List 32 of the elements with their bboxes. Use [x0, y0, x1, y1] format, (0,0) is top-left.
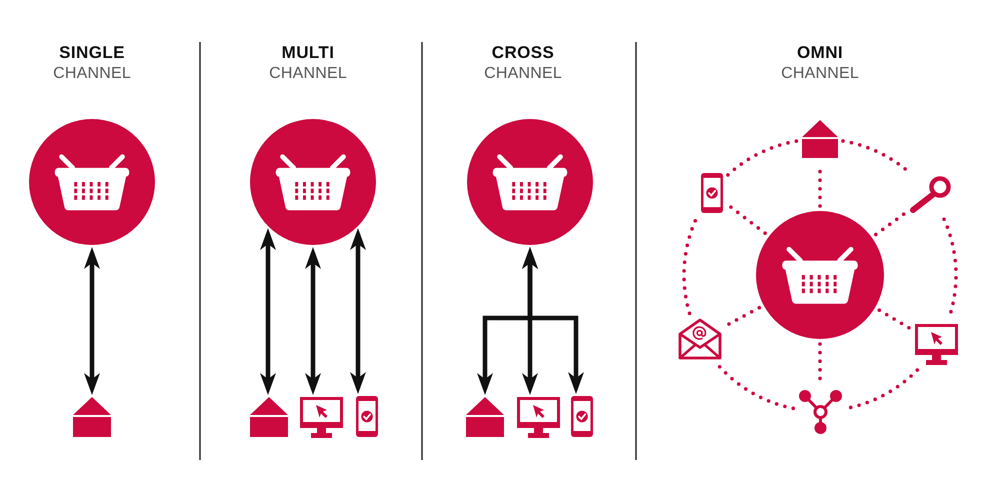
search-icon: [909, 176, 952, 214]
monitor-icon: [915, 324, 958, 365]
monitor-icon: [300, 397, 343, 438]
phone-icon: [571, 396, 593, 437]
dotted-connector: [726, 139, 799, 177]
section-subtitle: CHANNEL: [781, 66, 859, 82]
house-icon: [802, 120, 838, 158]
double-headed-arrow: [522, 247, 584, 394]
house-icon: [73, 397, 111, 437]
section-title: OMNI: [797, 44, 843, 61]
section-title: SINGLE: [59, 44, 125, 61]
dotted-connector: [874, 211, 907, 236]
section-subtitle: CHANNEL: [269, 66, 347, 82]
double-headed-arrow: [84, 247, 100, 395]
phone-icon: [356, 396, 378, 437]
monitor-icon: [517, 397, 560, 438]
section-subtitle: CHANNEL: [53, 66, 131, 82]
envelope-icon: [678, 318, 722, 360]
house-icon: [466, 397, 504, 437]
section-title: MULTI: [282, 44, 334, 61]
double-headed-arrow: [305, 247, 321, 395]
network-icon: [798, 388, 842, 434]
dotted-connector: [716, 364, 796, 410]
section-subtitle: CHANNEL: [484, 66, 562, 82]
section-title: CROSS: [492, 44, 554, 61]
dotted-connector: [724, 306, 762, 328]
phone-icon: [700, 172, 723, 213]
double-headed-arrow: [260, 228, 276, 395]
dotted-connector: [841, 139, 910, 173]
dotted-connector: [878, 308, 913, 331]
house-icon: [250, 397, 288, 437]
double-headed-arrow: [350, 228, 366, 394]
